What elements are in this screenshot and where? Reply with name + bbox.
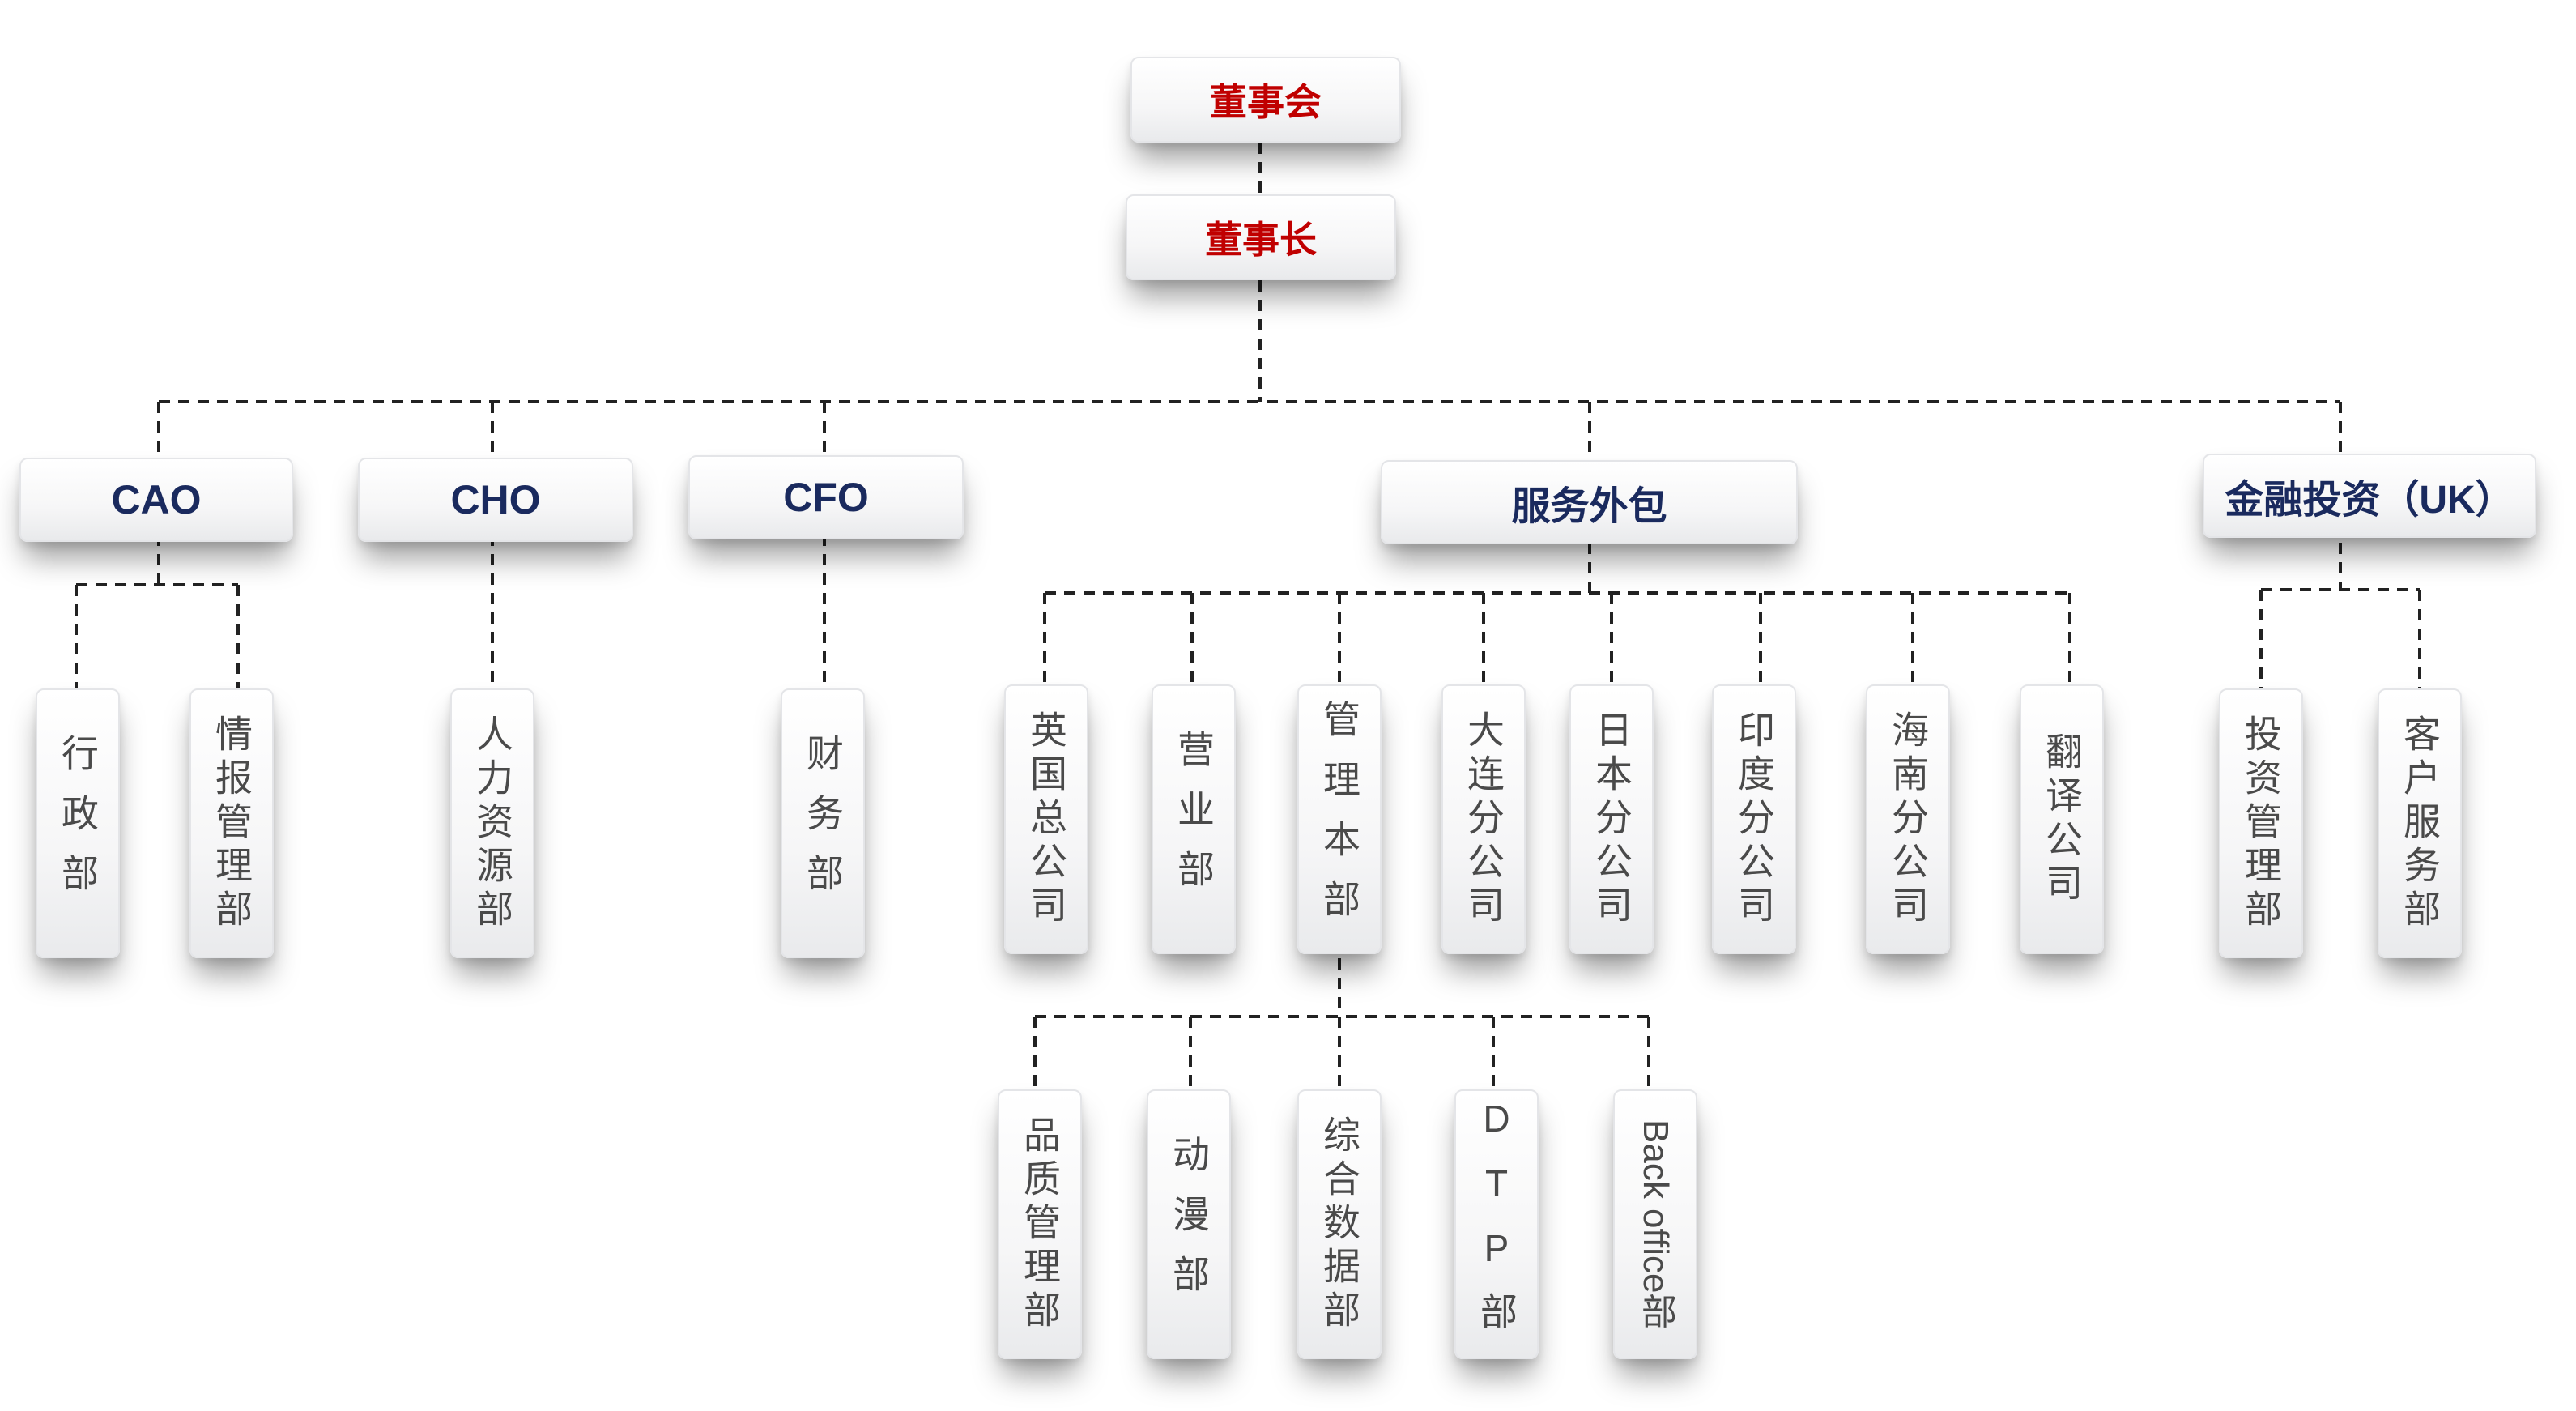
dept-hr-label: 人力资源部 [471, 714, 513, 933]
dept-japan: 日本分公司 [1569, 684, 1654, 954]
subdept-quality-label: 品质管理部 [1019, 1115, 1061, 1334]
dept-translation: 翻译公司 [2020, 684, 2104, 954]
connector-management-bus [1033, 958, 1650, 1093]
subdept-dtp: DTP部 [1454, 1089, 1539, 1359]
subdept-quality: 品质管理部 [998, 1089, 1082, 1359]
dept-customer-service: 客户服务部 [2378, 688, 2462, 958]
cao-box: CAO [19, 458, 293, 542]
dept-admin-label: 行政部 [57, 733, 99, 914]
dept-management: 管理本部 [1297, 684, 1382, 954]
subdept-data-label: 综合数据部 [1318, 1115, 1360, 1334]
dept-hr: 人力资源部 [450, 688, 534, 958]
dept-uk-hq-label: 英国总公司 [1025, 710, 1067, 929]
cao-label: CAO [111, 477, 202, 522]
dept-investment: 投资管理部 [2219, 688, 2303, 958]
dept-intelligence: 情报管理部 [189, 688, 274, 958]
dept-customer-service-label: 客户服务部 [2399, 714, 2441, 933]
cfo-box: CFO [688, 455, 964, 539]
dept-sales-label: 营业部 [1173, 729, 1215, 910]
subdept-anime-label: 动漫部 [1168, 1134, 1210, 1315]
dept-india-label: 印度分公司 [1733, 710, 1775, 929]
subdept-back-office-label: Back office部 [1636, 1119, 1675, 1329]
outsourcing-box: 服务外包 [1381, 460, 1798, 544]
connector-cao-bus [75, 535, 240, 688]
subdept-dtp-label: DTP部 [1475, 1097, 1518, 1352]
dept-admin: 行政部 [36, 688, 120, 958]
dept-dalian-label: 大连分公司 [1463, 710, 1505, 929]
chairman-box: 董事长 [1126, 194, 1396, 280]
dept-management-label: 管理本部 [1318, 699, 1360, 940]
subdept-data: 综合数据部 [1297, 1089, 1382, 1359]
dept-india: 印度分公司 [1712, 684, 1796, 954]
finance-uk-box: 金融投资（UK） [2203, 454, 2536, 538]
cho-box: CHO [358, 458, 633, 542]
subdept-back-office: Back office部 [1613, 1089, 1697, 1359]
outsourcing-label: 服务外包 [1511, 485, 1667, 528]
board-box: 董事会 [1130, 57, 1401, 143]
dept-investment-label: 投资管理部 [2240, 714, 2282, 933]
connector-outsourcing-bus [1043, 543, 2071, 687]
dept-hainan-label: 海南分公司 [1887, 710, 1929, 929]
dept-dalian: 大连分公司 [1441, 684, 1526, 954]
dept-hainan: 海南分公司 [1866, 684, 1950, 954]
dept-intelligence-label: 情报管理部 [211, 714, 253, 933]
cho-label: CHO [450, 477, 541, 522]
chairman-label: 董事长 [1205, 219, 1317, 261]
cfo-label: CFO [783, 475, 869, 520]
finance-uk-label: 金融投资（UK） [2225, 479, 2514, 522]
subdept-anime: 动漫部 [1147, 1089, 1231, 1359]
dept-finance: 财务部 [781, 688, 865, 958]
dept-japan-label: 日本分公司 [1590, 710, 1633, 929]
connector-finance-bus [2259, 543, 2421, 688]
dept-finance-label: 财务部 [802, 733, 844, 914]
dept-uk-hq: 英国总公司 [1004, 684, 1088, 954]
dept-sales: 营业部 [1152, 684, 1236, 954]
board-label: 董事会 [1210, 81, 1322, 123]
dept-translation-label: 翻译公司 [2041, 731, 2083, 907]
